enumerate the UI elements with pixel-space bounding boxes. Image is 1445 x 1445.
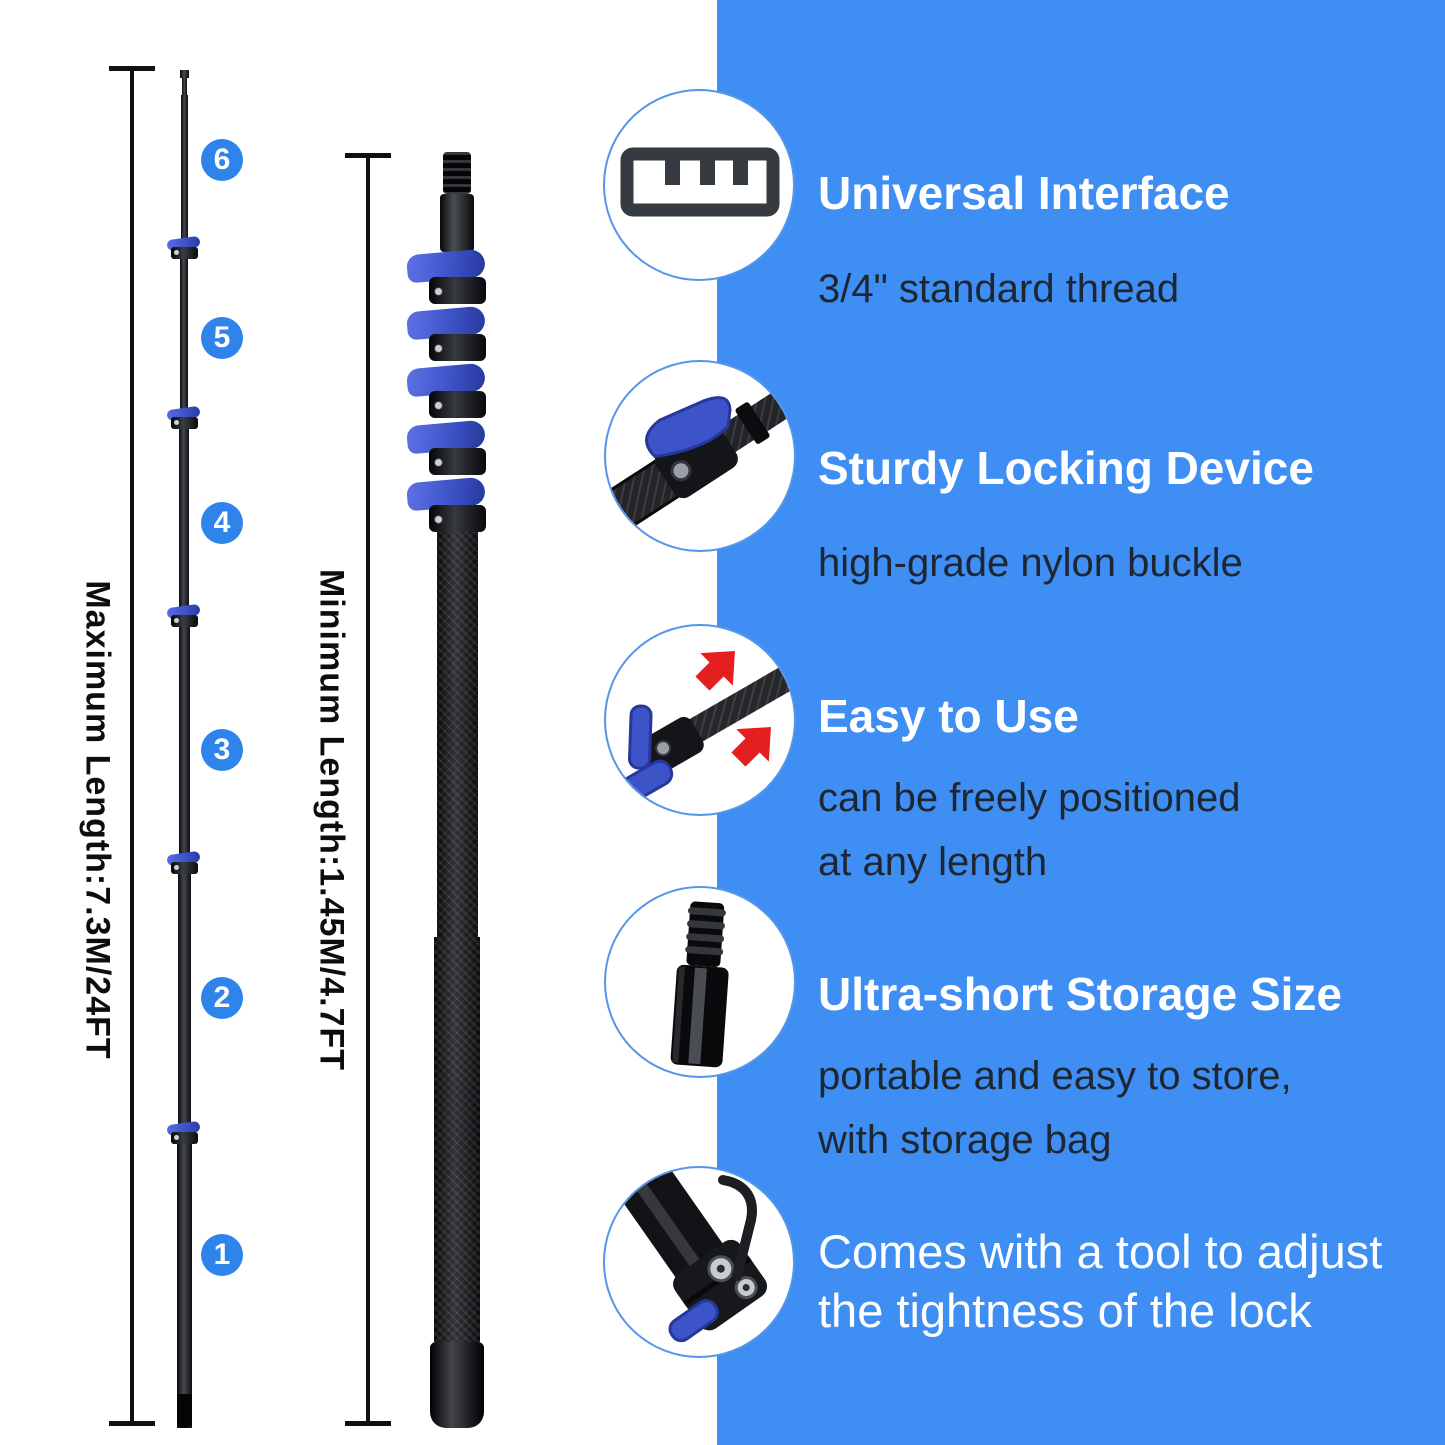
clamp-screw — [434, 515, 443, 524]
locking-clamp-photo — [606, 366, 794, 550]
hex-key-tool-photo — [619, 1168, 768, 1343]
section-badge: 6 — [201, 139, 243, 181]
pole-clamp-lock — [166, 235, 206, 264]
clamp-screw — [434, 401, 443, 410]
feature-body: can be freely positioned at any length — [818, 766, 1241, 894]
feature-title-line: the tightness of the lock — [818, 1284, 1312, 1337]
section-badge: 3 — [201, 729, 243, 771]
max-length-label: Maximum Length:7.3M/24FT — [78, 580, 117, 1060]
section-badge: 4 — [201, 502, 243, 544]
max-line-top-cap — [109, 66, 155, 71]
tip-adapter — [440, 194, 474, 252]
min-length-label: Minimum Length:1.45M/4.7FT — [312, 568, 351, 1072]
clamp-screw — [434, 344, 443, 353]
clamp-screw — [434, 287, 443, 296]
pole-section-6 — [181, 95, 188, 247]
feature-body: high-grade nylon buckle — [818, 541, 1243, 585]
blue-side-panel — [717, 0, 1445, 1445]
handle-end-cap — [430, 1342, 484, 1428]
pole-section-2 — [178, 862, 191, 1132]
feature-body-line: at any length — [818, 840, 1048, 884]
pole-section-3 — [179, 615, 190, 862]
open-clamp-arrows-photo — [612, 648, 794, 807]
pole-end-cap — [177, 1394, 192, 1428]
section-badge: 1 — [201, 1234, 243, 1276]
feature-circle-locking-device — [604, 360, 796, 552]
pole-tip — [182, 78, 187, 98]
feature-body-line: with storage bag — [818, 1118, 1112, 1162]
feature-title: Ultra-short Storage Size — [818, 968, 1342, 1020]
section-badge: 5 — [201, 317, 243, 359]
clamp-screw — [434, 458, 443, 467]
min-length-measure-line — [366, 153, 370, 1426]
feature-title: Easy to Use — [818, 690, 1079, 742]
max-line-bottom-cap — [109, 1421, 155, 1426]
feature-circle-easy-to-use — [604, 624, 796, 816]
threaded-adapter-photo — [670, 901, 729, 1068]
pole-tip-cap — [180, 70, 189, 78]
feature-title-line: Comes with a tool to adjust — [818, 1225, 1383, 1278]
feature-title: Comes with a tool to adjust the tightnes… — [818, 1222, 1382, 1340]
feature-circle-storage-size — [604, 886, 796, 1078]
feature-body-line: portable and easy to store, — [818, 1054, 1292, 1098]
min-line-bottom-cap — [345, 1421, 391, 1426]
carbon-shaft-upper — [437, 532, 478, 937]
pole-section-1 — [177, 1132, 192, 1428]
pole-section-4 — [179, 417, 189, 615]
max-length-measure-line — [130, 66, 134, 1426]
pole-clamp-lock — [166, 603, 206, 632]
pole-clamp-lock — [166, 850, 206, 879]
feature-title: Sturdy Locking Device — [818, 442, 1314, 494]
ruler-icon — [620, 147, 780, 217]
carbon-shaft-lower — [434, 937, 480, 1342]
feature-body: 3/4" standard thread — [818, 267, 1180, 311]
pole-section-5 — [180, 247, 188, 417]
feature-body-line: can be freely positioned — [818, 776, 1241, 820]
pole-clamp-lock — [166, 1120, 206, 1149]
threaded-tip — [443, 152, 471, 194]
min-line-top-cap — [345, 153, 391, 158]
feature-title: Universal Interface — [818, 167, 1230, 219]
feature-circle-universal-interface — [603, 89, 795, 281]
feature-circle-adjust-tool — [603, 1166, 795, 1358]
pole-clamp-lock — [166, 405, 206, 434]
section-badge: 2 — [201, 977, 243, 1019]
feature-body: portable and easy to store, with storage… — [818, 1044, 1292, 1172]
